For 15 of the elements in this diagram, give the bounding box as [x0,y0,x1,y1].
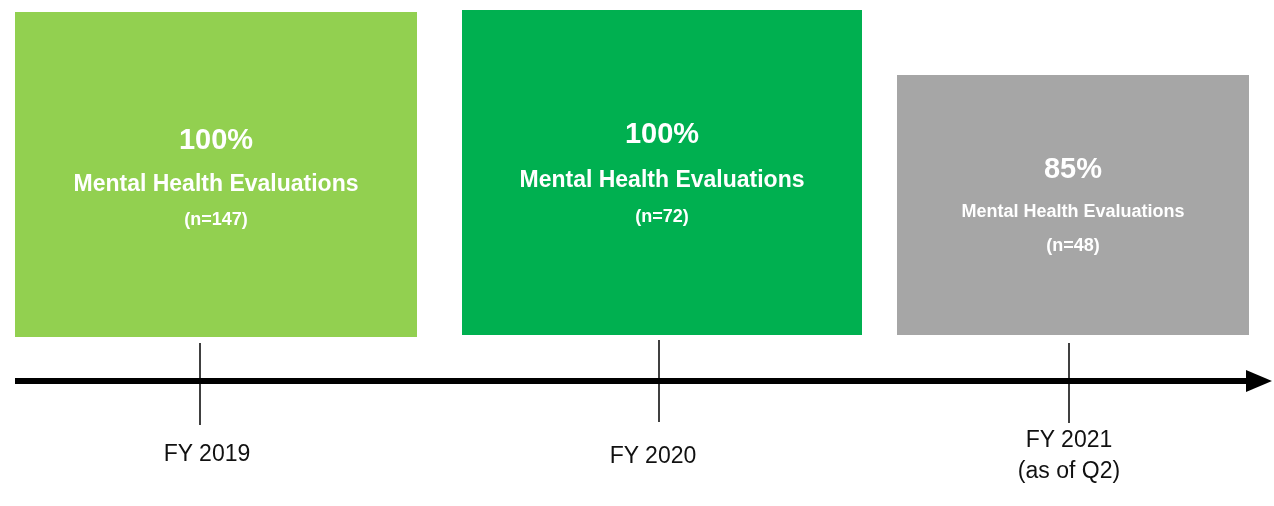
period-box [897,75,1249,335]
year-label: FY 2019 [162,439,252,468]
period-box [15,12,417,337]
percentage-value: 85% [1042,151,1103,186]
metric-label: Mental Health Evaluations [518,166,806,194]
year-label: FY 2020 [608,441,698,470]
percentage-value: 100% [623,116,701,151]
metric-label: Mental Health Evaluations [72,170,360,198]
percentage-value: 100% [177,122,255,157]
sample-size: (n=48) [1045,235,1101,257]
year-label: FY 2021 (as of Q2) [1016,425,1122,485]
metric-label: Mental Health Evaluations [960,201,1186,223]
sample-size: (n=147) [183,209,249,231]
period-box [462,10,862,335]
sample-size: (n=72) [634,206,690,228]
